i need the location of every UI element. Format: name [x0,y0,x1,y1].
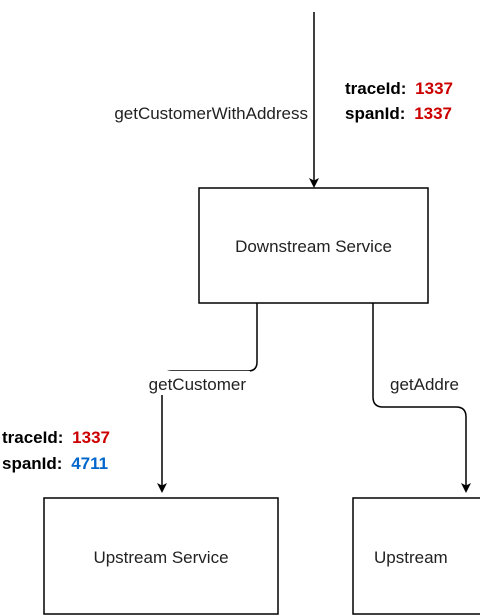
upstream-service-left-label: Upstream Service [93,548,228,567]
top-trace-annotation: traceId: 1337 [345,79,453,98]
upstream-service-right-node [352,497,480,615]
trace-id-value: 1337 [415,79,453,98]
upstream-service-right-label: Upstream [374,548,448,567]
downstream-service-node [198,187,429,304]
incoming-call-label: getCustomerWithAddress [114,104,308,123]
left-trace-annotation: traceId: 1337 [2,428,110,447]
right-call-label: getAddre [390,375,459,394]
left-trace-id-key: traceId: [2,428,63,447]
trace-id-key: traceId: [345,79,406,98]
right-call-edge [372,303,471,493]
left-span-annotation: spanId: 4711 [2,454,108,473]
left-call-edge [157,303,258,493]
left-span-id-key: spanId: [2,454,62,473]
left-call-label: getCustomer [149,375,247,394]
upstream-service-left-node [43,497,279,615]
span-id-key: spanId: [345,104,405,123]
span-id-value: 1337 [414,104,452,123]
right-call-label-bg [384,372,480,396]
left-trace-id-value: 1337 [72,428,110,447]
top-span-annotation: spanId: 1337 [345,104,452,123]
left-call-label-bg [108,371,250,395]
downstream-service-label: Downstream Service [235,237,392,256]
left-span-id-value: 4711 [71,454,108,473]
